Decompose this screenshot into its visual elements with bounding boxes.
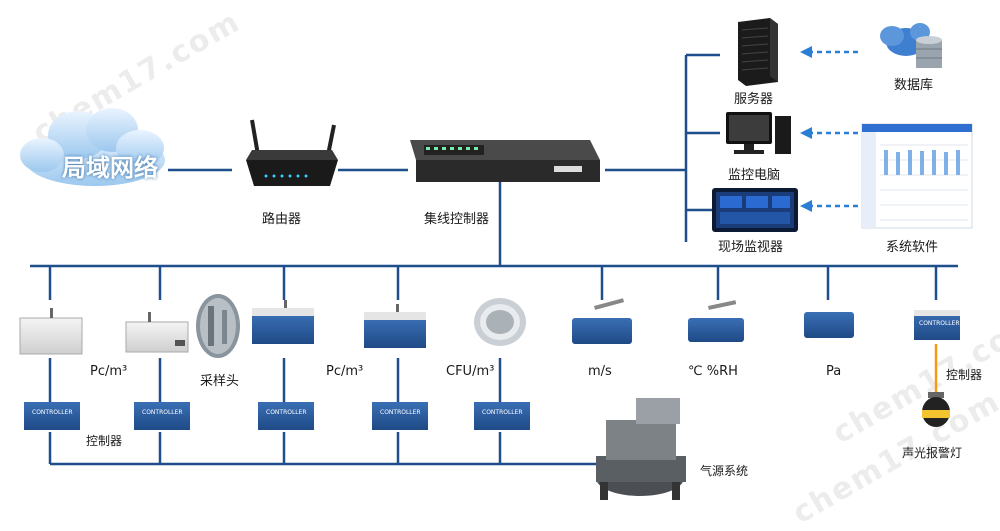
air-system-label: 气源系统 [700, 464, 749, 478]
switch-label: 集线控制器 [424, 212, 490, 227]
controller-badge-5: CONTROLLER [482, 409, 523, 416]
air-compressor-icon [596, 398, 686, 500]
database-label: 数据库 [894, 78, 934, 93]
controller-badge-2: CONTROLLER [142, 409, 183, 416]
controller-badge-1: CONTROLLER [32, 409, 73, 416]
unit-pressure: Pa [826, 364, 842, 379]
sensor-particle-2-icon [125, 312, 189, 353]
lan-label: 局域网络 [62, 154, 158, 182]
field-monitor-label: 现场监视器 [718, 240, 784, 255]
unit-cfu: CFU/m³ [446, 364, 495, 379]
unit-pc-2: Pc/m³ [326, 364, 364, 379]
router-icon [246, 119, 338, 186]
unit-pc-1: Pc/m³ [90, 364, 128, 379]
server-label: 服务器 [734, 92, 774, 107]
controller-badge-alarm: CONTROLLER [919, 320, 960, 327]
controller-left-label: 控制器 [86, 434, 123, 448]
alarm-light-icon [922, 392, 950, 427]
connection-lines [30, 53, 958, 466]
sensor-particle-4-icon [364, 304, 426, 348]
sensor-microbe-icon [474, 298, 526, 346]
monitor-pc-label: 监控电脑 [728, 168, 781, 183]
sensor-particle-1-icon [19, 308, 83, 355]
switch-icon [410, 140, 600, 182]
sensor-particle-3-icon [252, 300, 314, 344]
server-icon [738, 18, 778, 86]
sensor-pressure-icon [804, 312, 854, 338]
software-screenshot-icon [861, 123, 973, 229]
unit-temp-humidity: ℃ %RH [688, 364, 738, 379]
controller-boxes [24, 402, 530, 430]
diagram-svg [19, 18, 973, 500]
arrow-heads [800, 46, 812, 212]
dashed-arrows [812, 50, 858, 208]
cloud-icon [20, 108, 165, 186]
router-label: 路由器 [262, 212, 302, 227]
sensor-temp-humidity-icon [688, 300, 744, 342]
alarm-light-label: 声光报警灯 [902, 446, 963, 460]
controller-badge-4: CONTROLLER [380, 409, 421, 416]
controller-right-label: 控制器 [946, 368, 983, 382]
sampling-head-icon [196, 294, 240, 358]
controller-alarm-box-icon [914, 310, 960, 340]
sensor-velocity-icon [572, 298, 632, 344]
monitor-pc-icon [726, 112, 791, 154]
software-label: 系统软件 [886, 240, 939, 255]
controller-badge-3: CONTROLLER [266, 409, 307, 416]
unit-velocity: m/s [588, 364, 612, 379]
database-icon [880, 23, 942, 68]
sampling-head-label: 采样头 [200, 374, 240, 389]
network-diagram: chem17.com chem17.com chem17.com [19, 4, 1000, 531]
field-monitor-icon [712, 188, 798, 232]
